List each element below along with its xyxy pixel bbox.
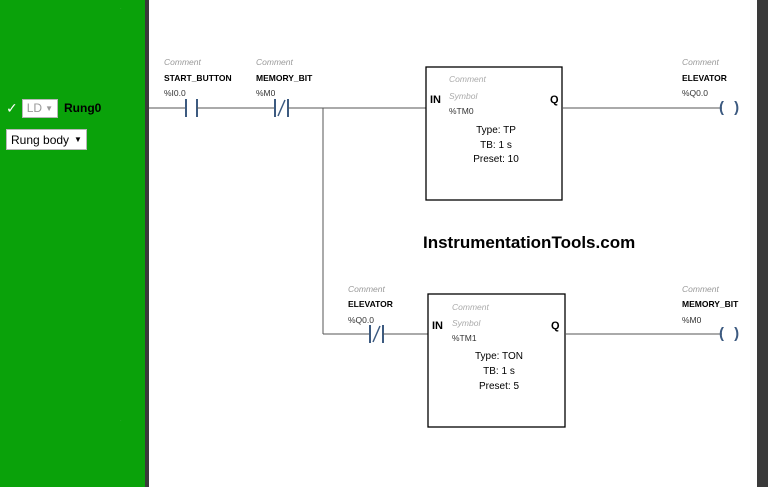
timer-preset: Preset: 10 — [473, 154, 519, 165]
timer-symbol: Symbol — [449, 91, 478, 101]
right-edge — [757, 0, 768, 487]
contact-address: %Q0.0 — [348, 315, 374, 325]
timer-timebase: TB: 1 s — [483, 366, 515, 377]
contact-symbol[interactable]: MEMORY_BIT — [256, 73, 313, 83]
panel-divider — [145, 0, 149, 487]
timer-instance[interactable]: %TM1 — [452, 333, 477, 343]
chevron-down-icon: ▼ — [74, 135, 82, 144]
contact-symbol[interactable]: START_BUTTON — [164, 73, 232, 83]
section-value: Rung body — [11, 132, 70, 147]
timer-type: Type: TP — [476, 125, 516, 136]
contact-address: %M0 — [256, 88, 276, 98]
coil-icon[interactable]: ( ) — [719, 99, 743, 116]
timer-instance[interactable]: %TM0 — [449, 106, 474, 116]
timer-q-pin: Q — [551, 320, 560, 332]
coil-address: %M0 — [682, 315, 702, 325]
timer-symbol: Symbol — [452, 318, 481, 328]
timer-timebase: TB: 1 s — [480, 140, 512, 151]
contact-address: %I0.0 — [164, 88, 186, 98]
rung-header: ✓ LD ▼ Rung0 — [6, 97, 101, 119]
timer-comment: Comment — [452, 302, 489, 312]
contact-slash — [277, 99, 286, 117]
contact-comment: Comment — [164, 57, 201, 67]
panel-mark-bottom: · — [120, 418, 122, 424]
rung-side-panel — [0, 0, 145, 487]
site-watermark: InstrumentationTools.com — [423, 233, 636, 252]
timer-in-pin: IN — [430, 94, 441, 106]
panel-mark-top: · — [120, 6, 122, 12]
contact-comment: Comment — [348, 284, 385, 294]
language-select[interactable]: LD ▼ — [21, 98, 58, 118]
rung-section-select[interactable]: Rung body ▼ — [6, 129, 87, 150]
coil-symbol[interactable]: ELEVATOR — [682, 73, 727, 83]
contact-comment: Comment — [256, 57, 293, 67]
timer-in-pin: IN — [432, 320, 443, 332]
coil-comment: Comment — [682, 57, 719, 67]
language-value: LD — [26, 101, 43, 115]
coil-icon[interactable]: ( ) — [719, 325, 743, 342]
timer-type: Type: TON — [475, 351, 523, 362]
contact-symbol[interactable]: ELEVATOR — [348, 299, 393, 309]
rung-name[interactable]: Rung0 — [64, 101, 102, 115]
timer-preset: Preset: 5 — [478, 381, 520, 392]
coil-comment: Comment — [682, 284, 719, 294]
check-icon[interactable]: ✓ — [6, 100, 18, 116]
coil-address: %Q0.0 — [682, 88, 708, 98]
timer-q-pin: Q — [550, 94, 559, 106]
contact-slash — [372, 325, 381, 343]
timer-block-tm0[interactable] — [425, 66, 563, 201]
timer-block-tm1[interactable] — [427, 293, 566, 428]
chevron-down-icon: ▼ — [45, 103, 53, 113]
timer-comment: Comment — [449, 74, 486, 84]
coil-symbol[interactable]: MEMORY_BIT — [682, 299, 739, 309]
